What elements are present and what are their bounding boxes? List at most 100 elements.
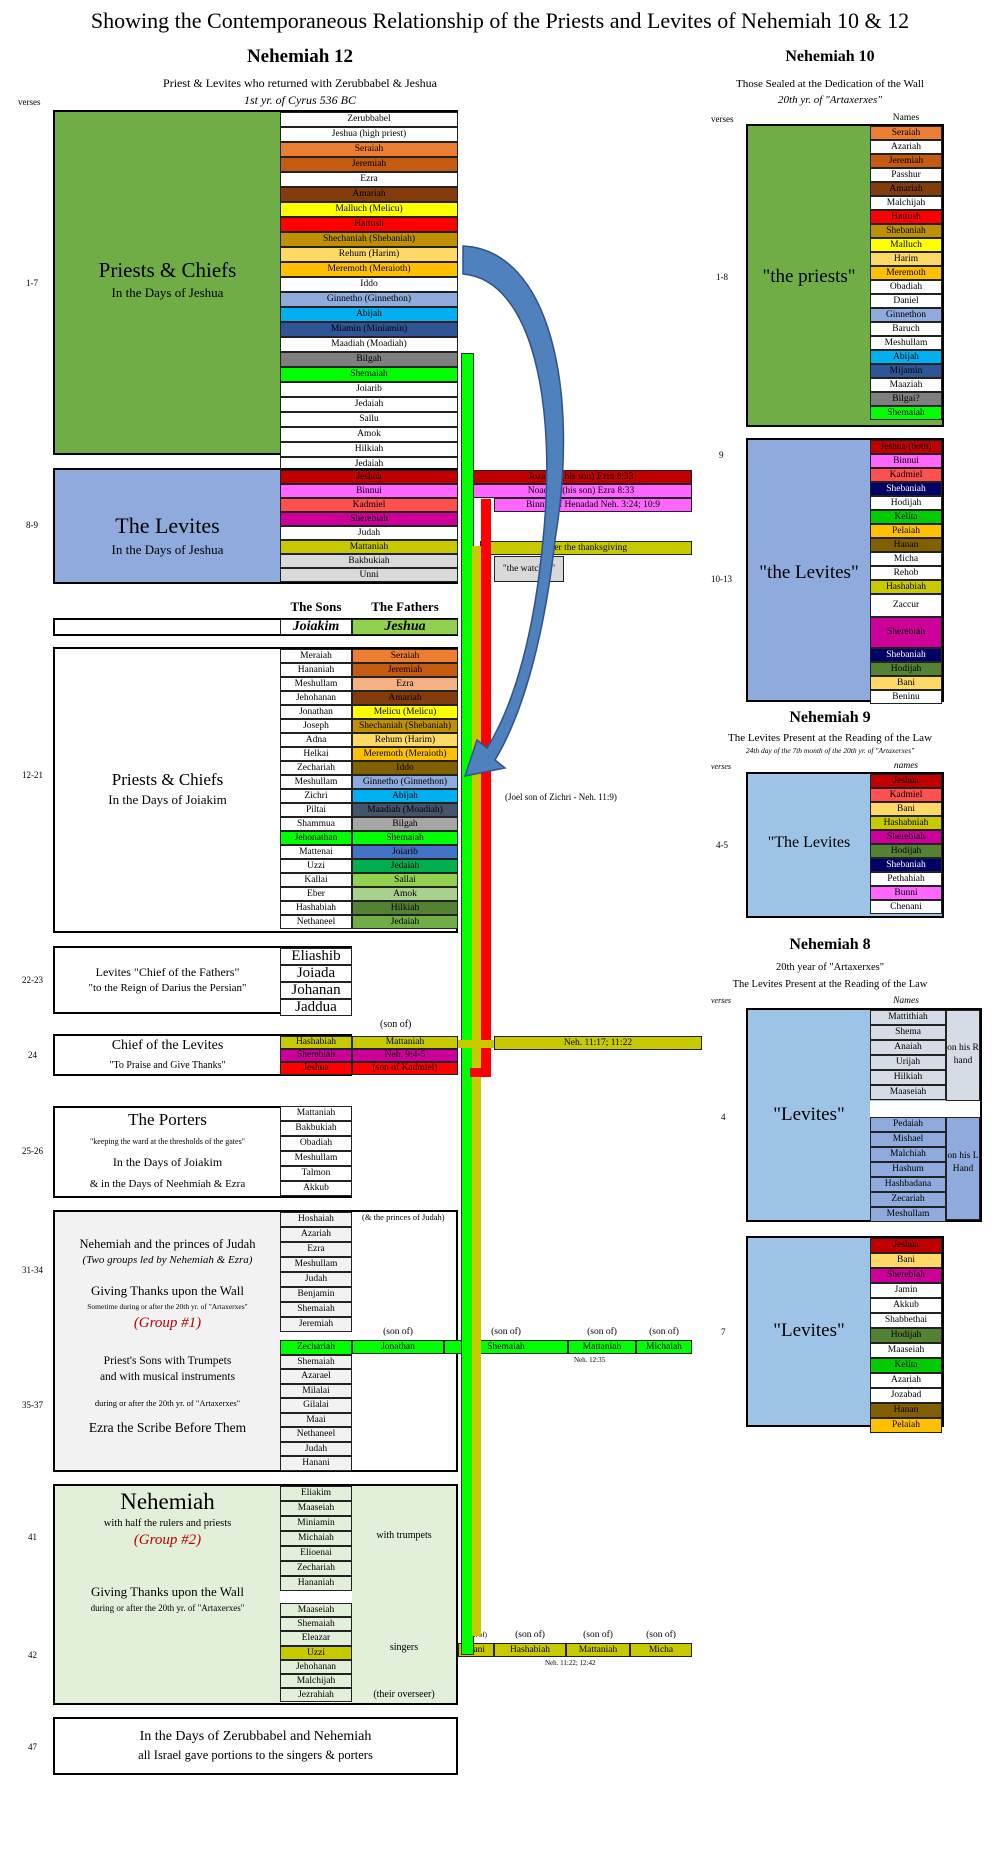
note-noadiah: Noadiah (his son) Ezra 8:33 [470, 484, 692, 498]
son-of-label: (son of) [646, 1630, 676, 1640]
joiakim-subtitle: In the Days of Joiakim [108, 792, 227, 807]
group1-name: Meshullam [280, 1257, 352, 1272]
joiakim-father: Sallai [352, 873, 458, 887]
group2-trumpet-name: Miniamin [280, 1516, 352, 1531]
chief-levites-title: Chief of the Levites [111, 1038, 224, 1053]
group1-time: Sometime during or after the 20th yr. of… [87, 1302, 248, 1311]
neh8-right-name: Shema [870, 1025, 946, 1040]
singer-name: Maaseiah [280, 1603, 352, 1618]
priest-name: Meremoth (Meraioth) [280, 262, 458, 277]
group2-trumpet-name: Eliakim [280, 1486, 352, 1501]
priest-name: Bilgah [280, 352, 458, 367]
neh8-left-name: Zecariah [870, 1192, 946, 1207]
neh8-levite-name: Jeshua [870, 1238, 942, 1253]
neh10-levite-name: Sherebiah [870, 617, 942, 648]
singer-name: Uzzi [280, 1645, 352, 1660]
neh10-levite-name: Zaccur [870, 594, 942, 617]
joiakim-son: Kallai [280, 873, 352, 887]
with-trumpets: with trumpets [376, 1530, 432, 1541]
porter-name: Meshullam [280, 1151, 352, 1166]
neh10-priest-name: Maaziah [870, 378, 942, 392]
trumpet-name: Azarael [280, 1369, 352, 1384]
verse-24: 24 [28, 1050, 37, 1060]
neh8-levite-name: Shabbethai [870, 1313, 942, 1328]
neh12-date: 1st yr. of Cyrus 536 BC [243, 93, 356, 107]
joiakim-son: Meraiah [280, 649, 352, 663]
son-of-label-1: (son of) [380, 1019, 412, 1030]
priest-name: Jeremiah [280, 157, 458, 172]
joiakim-father: Joiarib [352, 845, 458, 859]
curved-arrow [462, 245, 565, 777]
neh8-subtitle: 20th year of "Artaxerxes" [776, 962, 884, 973]
joiakim-son: Shammua [280, 817, 352, 831]
neh11-22-ref: Neh. 11:22; 12:42 [545, 1659, 596, 1667]
group2-trumpet-name: Michaiah [280, 1531, 352, 1546]
trumpet-name: Shemaiah [280, 1354, 352, 1369]
neh12-35-ref: Neh. 12:35 [574, 1356, 606, 1364]
joiakim-son: Jehohanan [280, 691, 352, 705]
neh11-ref: Neh. 11:17; 11:22 [494, 1036, 702, 1050]
joiakim-son: Zechariah [280, 761, 352, 775]
neh10-heading: Nehemiah 10 [785, 48, 875, 65]
priest-name: Zerubbabel [280, 112, 458, 127]
singer-name: Jezrahiah [280, 1688, 352, 1703]
joiakim-son: Mattenai [280, 845, 352, 859]
neh10-levite-name: Rehob [870, 566, 942, 580]
priest-name: Sallu [280, 412, 458, 427]
joiakim-father: Jedaiah [352, 915, 458, 929]
neh10-priest-name: Malchijah [870, 196, 942, 210]
neh10-verse-10-13: 10-13 [711, 574, 732, 584]
levite-name: Judah [280, 526, 458, 540]
priest-name: Jeshua (high priest) [280, 127, 458, 142]
neh8-right-name: Urijah [870, 1055, 946, 1070]
levite-name: Jeshua [280, 470, 458, 484]
neh10-levite-name: Hodijah [870, 662, 942, 676]
neh8-sub2: The Levites Present at the Reading of th… [732, 979, 928, 990]
porters-sub2: In the Days of Joiakim [112, 1155, 223, 1169]
priest-name: Hilkiah [280, 442, 458, 457]
neh10-levite-name: Micha [870, 552, 942, 566]
neh8-right-name: Hilkiah [870, 1070, 946, 1085]
joiakim-son: Helkai [280, 747, 352, 761]
joiakim-son: Nethaneel [280, 915, 352, 929]
group2-trumpet-name: Hananiah [280, 1576, 352, 1591]
chief-levite-father: (son of Kadmiel) [352, 1062, 458, 1075]
trumpet-name: Gilalai [280, 1398, 352, 1413]
neh8-right-name: Maaseiah [870, 1085, 946, 1100]
neh10-priest-name: Obadiah [870, 280, 942, 294]
joiakim-son: Jonathan [280, 705, 352, 719]
son-of-label: (son of) [491, 1327, 521, 1337]
joiakim-son: Jehonathan [280, 831, 352, 845]
neh8-levite-name: Azariah [870, 1373, 942, 1388]
porters-title: The Porters [128, 1110, 207, 1129]
zechariah-ancestor: Mattaniah [568, 1340, 636, 1354]
neh10-priest-name: Amariah [870, 182, 942, 196]
priest-name: Amok [280, 427, 458, 442]
neh10-names-label: Names [892, 113, 920, 123]
singer-name: Eleazar [280, 1631, 352, 1646]
neh8-left-name: Mishael [870, 1132, 946, 1147]
chief-father-name: Jaddua [280, 999, 352, 1016]
chief-levites-subtitle: "To Praise and Give Thanks" [109, 1060, 226, 1071]
group2-trumpet-name: Zechariah [280, 1561, 352, 1576]
uzzi-ancestor: Mattaniah [566, 1643, 630, 1657]
chief-levite-son: Jeshua [280, 1062, 352, 1075]
group2-title: Nehemiah [120, 1489, 215, 1514]
priest-name: Iddo [280, 277, 458, 292]
group2-label-bg [55, 1486, 280, 1703]
red-connector-h [470, 1068, 491, 1077]
priest-name: Maadiah (Moadiah) [280, 337, 458, 352]
group1-sub: (Two groups led by Nehemiah & Ezra) [82, 1254, 253, 1266]
ezra-title: Ezra the Scribe Before Them [88, 1420, 247, 1435]
neh9-levite-name: Bani [870, 802, 942, 816]
verse-42: 42 [28, 1650, 37, 1660]
neh8-left-label: on his L Hand [947, 1151, 979, 1174]
joiakim-title: Priests & Chiefs [111, 770, 224, 789]
neh10-priest-name: Baruch [870, 322, 942, 336]
group1-label: (Group #1) [133, 1315, 202, 1331]
group2-thanks: Giving Thanks upon the Wall [90, 1584, 245, 1599]
joiakim-father: Abijah [352, 789, 458, 803]
overseer-label: (their overseer) [373, 1689, 435, 1700]
neh9-verse-4-5: 4-5 [716, 840, 728, 850]
neh10-priests-label: "the priests" [762, 266, 856, 287]
